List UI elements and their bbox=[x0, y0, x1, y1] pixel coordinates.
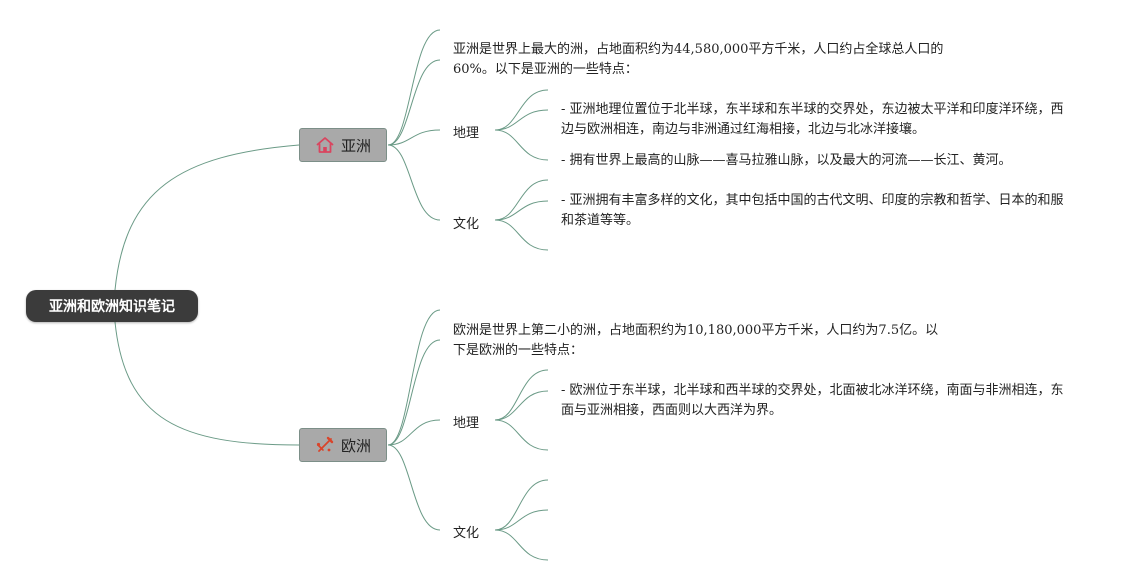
asia-culture-label[interactable]: 文化 bbox=[453, 217, 480, 232]
edge-europe-cul-bottom bbox=[494, 529, 549, 561]
edge-root-europe bbox=[114, 321, 300, 446]
edge-asia-geo bbox=[387, 129, 441, 146]
edge-europe-cul-mid bbox=[494, 509, 549, 531]
root-title: 亚洲和欧洲知识笔记 bbox=[49, 299, 175, 315]
europe-culture-label[interactable]: 文化 bbox=[453, 526, 480, 541]
branch-europe-label: 欧洲 bbox=[340, 436, 371, 455]
edge-asia-geo-1 bbox=[494, 109, 549, 131]
edge-asia-cul-top bbox=[494, 179, 549, 221]
europe-geography-item-1: - 欧洲位于东半球，北半球和西半球的交界处，北面被北冰洋环绕，南面与非洲相连，东… bbox=[561, 383, 1064, 418]
edge-europe-geo-top bbox=[494, 369, 549, 421]
asia-geography-item-1: - 亚洲地理位置位于北半球，东半球和东半球的交界处，东边被太平洋和印度洋环绕，西… bbox=[561, 102, 1064, 137]
edge-asia-intro bbox=[387, 59, 441, 146]
edge-asia-geo-2 bbox=[494, 129, 549, 161]
edge-europe-cul-top bbox=[494, 479, 549, 531]
edge-asia-cul-1 bbox=[494, 200, 549, 221]
edge-asia-cul-bottom bbox=[494, 219, 549, 251]
edge-asia-intro-top bbox=[387, 29, 441, 146]
branch-europe[interactable]: 欧洲 bbox=[299, 428, 387, 462]
edge-europe-geo-bottom bbox=[494, 419, 549, 451]
edge-root-asia bbox=[114, 144, 300, 291]
asia-culture-item-1: - 亚洲拥有丰富多样的文化，其中包括中国的古代文明、印度的宗教和哲学、日本的和服… bbox=[561, 193, 1064, 228]
edge-asia-geo-top bbox=[494, 89, 549, 131]
edge-asia-culture bbox=[387, 144, 441, 221]
edge-europe-geo-1 bbox=[494, 390, 549, 421]
edge-europe-culture bbox=[387, 444, 441, 531]
asia-geography-item-2: - 拥有世界上最高的山脉——喜马拉雅山脉，以及最大的河流——长江、黄河。 bbox=[561, 153, 1012, 168]
asia-geography-label[interactable]: 地理 bbox=[453, 126, 480, 141]
branch-asia-label: 亚洲 bbox=[340, 136, 371, 155]
europe-intro: 欧洲是世界上第二小的洲，占地面积约为10,180,000平方千米，人口约为7.5… bbox=[453, 323, 939, 358]
edge-europe-intro-top bbox=[387, 309, 441, 446]
root-node[interactable]: 亚洲和欧洲知识笔记 bbox=[26, 290, 198, 322]
edge-europe-intro bbox=[387, 339, 441, 446]
tools-icon bbox=[315, 435, 335, 455]
house-icon bbox=[315, 135, 335, 155]
edge-europe-geo bbox=[387, 419, 441, 446]
asia-intro: 亚洲是世界上最大的洲，占地面积约为44,580,000平方千米，人口约占全球总人… bbox=[453, 42, 944, 77]
branch-asia[interactable]: 亚洲 bbox=[299, 128, 387, 162]
europe-geography-label[interactable]: 地理 bbox=[453, 416, 480, 431]
